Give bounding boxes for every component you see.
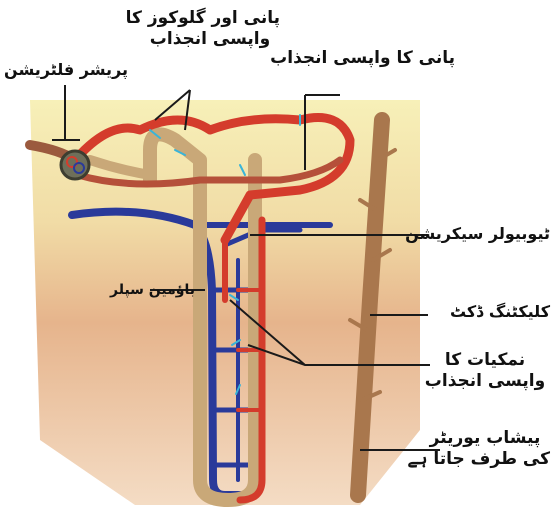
label-water-glucose-line1: پانی اور گلوکوز کا: [140, 8, 280, 29]
label-salts-line1: نمکیات کا: [420, 350, 550, 371]
glomerulus: [61, 151, 89, 179]
label-urine-to-ureter: پیشاب یوریٹر کی طرف جاتا ہے: [420, 428, 550, 471]
label-water-glucose-line2: واپسی انجذاب: [140, 29, 280, 50]
label-urine-line2: کی طرف جاتا ہے: [420, 449, 550, 470]
label-urine-line1: پیشاب یوریٹر: [420, 428, 550, 449]
label-tubular-secretion: ٹیوبیولر سیکریشن: [420, 224, 550, 244]
label-pressure-filtration: پریشر فلٹریشن: [8, 60, 128, 80]
label-water-reabsorption: پانی کا واپسی انجذاب: [300, 48, 455, 69]
label-collecting-duct: کلیکٹنگ ڈکٹ: [428, 302, 550, 322]
label-water-glucose-reabsorption: پانی اور گلوکوز کا واپسی انجذاب: [140, 8, 280, 51]
label-bowman-capsule: باؤمین سپلر: [85, 282, 195, 300]
label-salts-reabsorption: نمکیات کا واپسی انجذاب: [420, 350, 550, 393]
label-salts-line2: واپسی انجذاب: [420, 371, 550, 392]
